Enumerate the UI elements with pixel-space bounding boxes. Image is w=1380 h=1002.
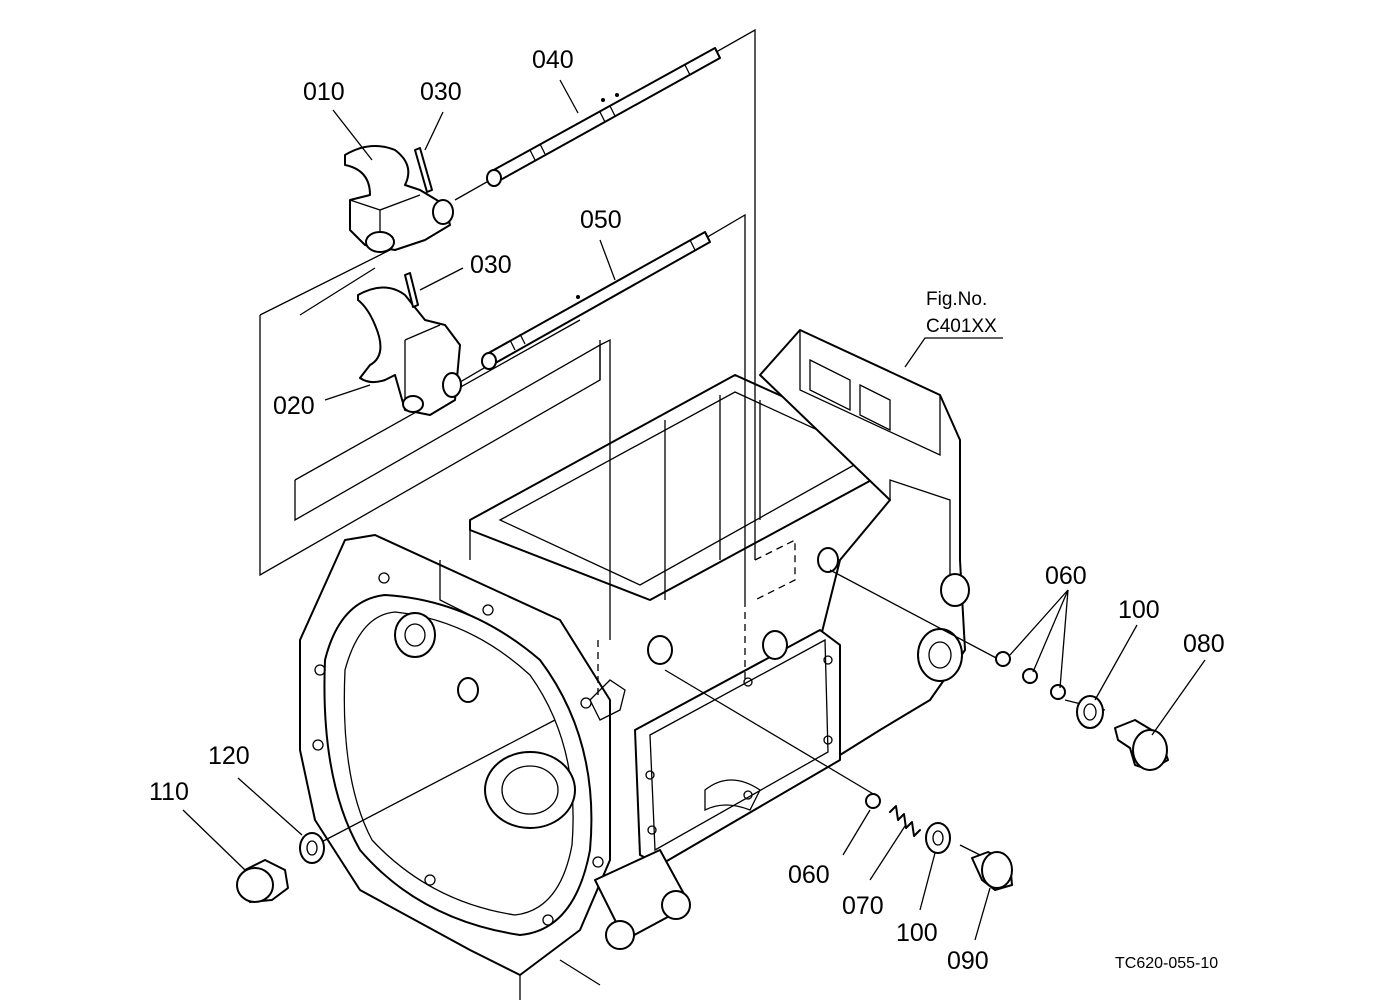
detent-parts-lower bbox=[865, 793, 1013, 891]
label-100-upper: 100 bbox=[1118, 596, 1160, 624]
label-010: 010 bbox=[303, 78, 345, 106]
part-labels: 010 030 040 050 030 020 060 100 080 060 … bbox=[149, 46, 1225, 975]
label-110: 110 bbox=[149, 778, 189, 806]
label-020: 020 bbox=[273, 392, 315, 420]
shift-fork-010 bbox=[344, 145, 454, 253]
shift-rod-050 bbox=[481, 231, 711, 370]
drawing-code: TC620-055-10 bbox=[1115, 955, 1218, 972]
transmission-case bbox=[299, 329, 970, 1000]
label-100-lower: 100 bbox=[896, 919, 938, 947]
label-050: 050 bbox=[580, 206, 622, 234]
label-090: 090 bbox=[947, 947, 989, 975]
label-030-lower: 030 bbox=[470, 251, 512, 279]
leader-lines bbox=[182, 79, 1206, 941]
label-040: 040 bbox=[532, 46, 574, 74]
label-060-lower: 060 bbox=[788, 861, 830, 889]
label-060-upper: 060 bbox=[1045, 562, 1087, 590]
shift-fork-020 bbox=[357, 272, 462, 416]
label-080: 080 bbox=[1183, 630, 1225, 658]
fig-ref-line1: Fig.No. bbox=[926, 289, 987, 310]
label-070: 070 bbox=[842, 892, 884, 920]
label-120: 120 bbox=[208, 742, 250, 770]
label-030-upper: 030 bbox=[420, 78, 462, 106]
detent-parts-upper bbox=[995, 651, 1169, 771]
bolt-110-washer-120 bbox=[236, 832, 325, 903]
shift-rod-040 bbox=[486, 47, 721, 187]
fig-ref-line2: C401XX bbox=[926, 316, 997, 337]
